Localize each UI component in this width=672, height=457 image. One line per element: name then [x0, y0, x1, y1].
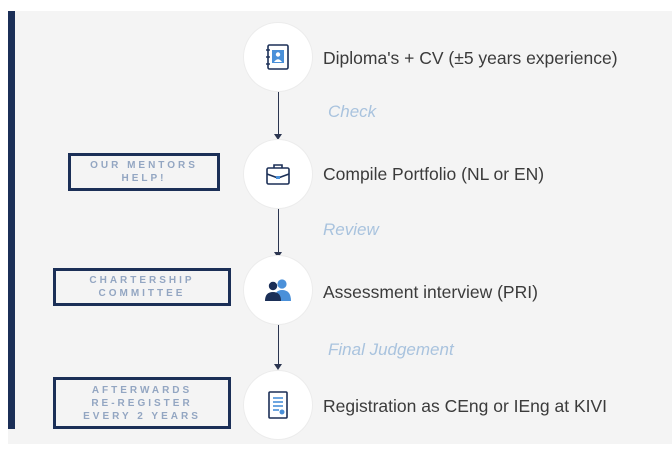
connector-line-3 — [278, 322, 279, 368]
side-note-reregister-line-1: AFTERWARDS — [91, 384, 193, 396]
transition-check: Check — [328, 102, 377, 121]
step-3-label: Assessment interview (PRI) — [323, 282, 538, 302]
step-4-circle — [244, 371, 312, 439]
connector-arrow-2 — [274, 252, 282, 258]
step-1-label: Diploma's + CV (±5 years experience) — [323, 48, 618, 68]
certificate-document-icon — [268, 391, 288, 419]
connector-line-2 — [278, 208, 279, 256]
side-note-mentors: OUR MENTORS HELP! — [68, 153, 220, 191]
side-note-mentors-line-1: OUR MENTORS — [90, 160, 198, 171]
step-1-circle — [244, 23, 312, 91]
connector-line-1 — [278, 90, 279, 138]
side-note-reregister-line-3: EVERY 2 YEARS — [83, 410, 201, 422]
left-accent-bar — [8, 11, 15, 429]
diagram-panel — [8, 11, 672, 444]
side-note-committee-line-2: COMMITTEE — [98, 288, 186, 299]
side-note-committee: CHARTERSHIP COMMITTEE — [53, 268, 231, 306]
step-4-label: Registration as CEng or IEng at KIVI — [323, 396, 608, 416]
briefcase-icon — [266, 164, 290, 185]
side-note-reregister-line-2: RE-REGISTER — [91, 397, 193, 409]
step-2-label: Compile Portfolio (NL or EN) — [323, 164, 545, 184]
side-note-reregister: AFTERWARDS RE-REGISTER EVERY 2 YEARS — [53, 377, 231, 429]
step-2-circle — [244, 140, 312, 208]
transition-final-judgement: Final Judgement — [328, 340, 454, 359]
people-icon — [265, 279, 291, 301]
step-3-circle — [244, 256, 312, 324]
connector-arrow-1 — [274, 134, 282, 140]
side-note-committee-line-1: CHARTERSHIP — [89, 275, 195, 286]
side-note-mentors-line-2: HELP! — [121, 173, 167, 184]
contact-book-icon — [266, 44, 289, 70]
transition-review: Review — [323, 220, 379, 239]
connector-arrow-3 — [274, 364, 282, 370]
